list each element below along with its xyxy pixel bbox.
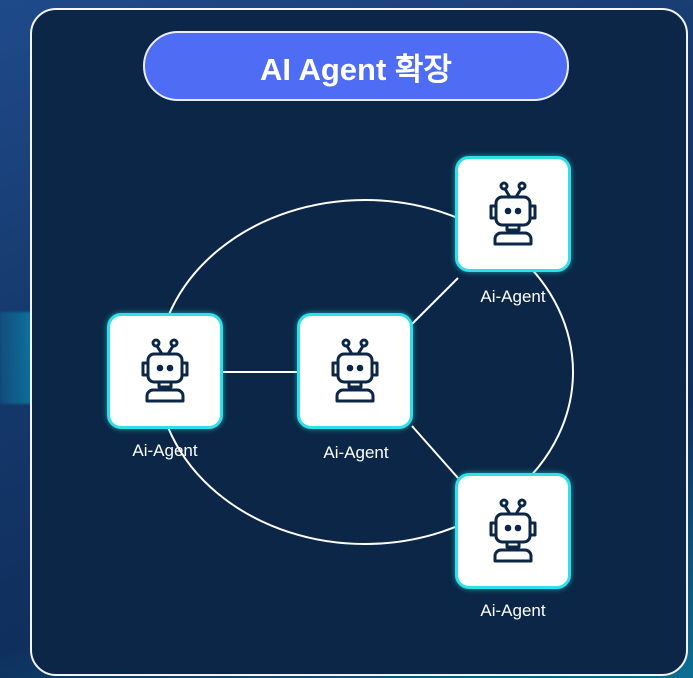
agent-node-top-right[interactable]: [455, 156, 571, 272]
robot-icon: [141, 338, 189, 403]
agent-label-bottom-right: Ai-Agent: [480, 601, 546, 620]
link-center-topright: [411, 277, 459, 325]
agent-node-center[interactable]: [297, 313, 413, 429]
agent-node-left[interactable]: [107, 313, 223, 429]
robot-icon: [331, 338, 379, 403]
agent-label-center: Ai-Agent: [323, 443, 389, 462]
agent-label-top-right: Ai-Agent: [480, 287, 546, 306]
link-center-bottomright: [411, 425, 459, 479]
robot-icon: [489, 498, 537, 563]
robot-icon: [489, 181, 537, 246]
diagram-title: AI Agent 확장: [143, 31, 569, 101]
agent-label-left: Ai-Agent: [132, 441, 198, 460]
agent-node-bottom-right[interactable]: [455, 473, 571, 589]
